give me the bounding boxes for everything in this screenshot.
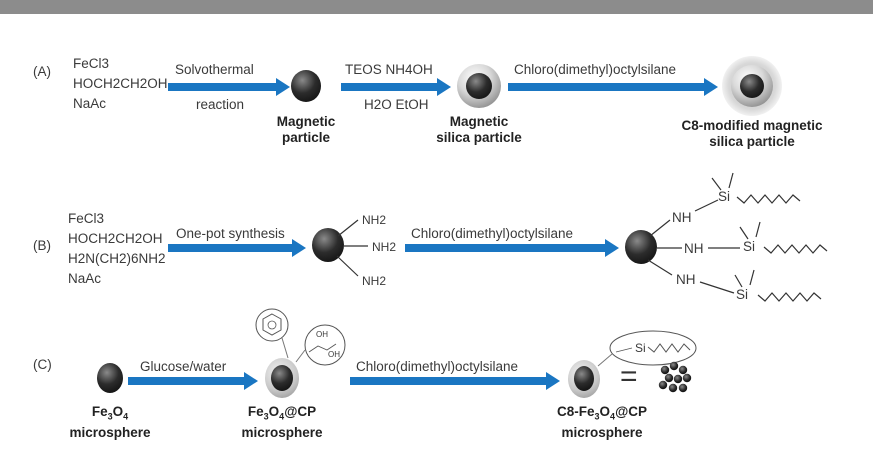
magnetic-silica-particle-core	[466, 73, 492, 99]
top-bar	[0, 0, 873, 14]
step-b1-label: One-pot synthesis	[176, 226, 285, 241]
arrow-c1	[128, 372, 258, 390]
fe3o4-microsphere-label: Fe3O4 microsphere	[69, 404, 151, 440]
reagent-naac: NaAc	[73, 96, 107, 111]
nh-middle: NH	[684, 241, 704, 256]
panel-b-label: (B)	[33, 238, 51, 253]
reagent-b-fecl3: FeCl3	[68, 211, 105, 226]
arrow-c2	[350, 372, 560, 390]
reagent-b-hexanediamine: H2N(CH2)6NH2	[68, 251, 166, 266]
reagent-ethylene-glycol: HOCH2CH2OH	[73, 76, 168, 91]
reagent-b-naac: NaAc	[68, 271, 102, 286]
arrow-b2	[405, 239, 619, 257]
step-a3-label: Chloro(dimethyl)octylsilane	[514, 62, 677, 77]
si-c8-cp: Si	[635, 341, 646, 355]
nh-bottom: NH	[676, 272, 696, 287]
step-a2-top-label: TEOS NH4OH	[345, 62, 433, 77]
step-a1-bottom-label: reaction	[196, 97, 245, 112]
panel-c-label: (C)	[33, 357, 52, 372]
reagent-fecl3: FeCl3	[73, 56, 110, 71]
equals-sign: =	[620, 360, 638, 393]
c8-fe3o4-cp-label: C8-Fe3O4@CP microsphere	[557, 404, 647, 440]
c8-fe3o4-cp-core	[574, 366, 594, 391]
step-a1-top-label: Solvothermal	[175, 62, 254, 77]
amine-top: NH2	[362, 213, 387, 227]
si-bottom: Si	[736, 287, 749, 302]
amine-middle: NH2	[372, 240, 397, 254]
amine-particle	[312, 228, 344, 262]
nh-top: NH	[672, 210, 692, 225]
fe3o4-cp-label: Fe3O4@CP microsphere	[241, 404, 323, 440]
oh-group-1: OH	[316, 330, 328, 339]
step-c1-label: Glucose/water	[140, 359, 227, 374]
step-a2-bottom-label: H2O EtOH	[364, 97, 429, 112]
oh-group-2: OH	[328, 350, 340, 359]
si-top: Si	[718, 189, 731, 204]
c8-amine-particle	[625, 230, 657, 264]
magnetic-particle	[291, 70, 321, 102]
si-middle: Si	[743, 239, 756, 254]
panel-a-label: (A)	[33, 64, 51, 79]
step-b2-label: Chloro(dimethyl)octylsilane	[411, 226, 574, 241]
amine-bottom: NH2	[362, 274, 387, 288]
arrow-a1	[168, 78, 290, 96]
arrow-b1	[168, 239, 306, 257]
arrow-a3	[508, 78, 718, 96]
fe3o4-cp-core	[271, 365, 293, 391]
fe3o4-microsphere	[97, 363, 123, 393]
reagent-b-ethylene-glycol: HOCH2CH2OH	[68, 231, 163, 246]
c8-modified-particle-core	[740, 74, 764, 98]
arrow-a2	[341, 78, 451, 96]
step-c2-label: Chloro(dimethyl)octylsilane	[356, 359, 519, 374]
